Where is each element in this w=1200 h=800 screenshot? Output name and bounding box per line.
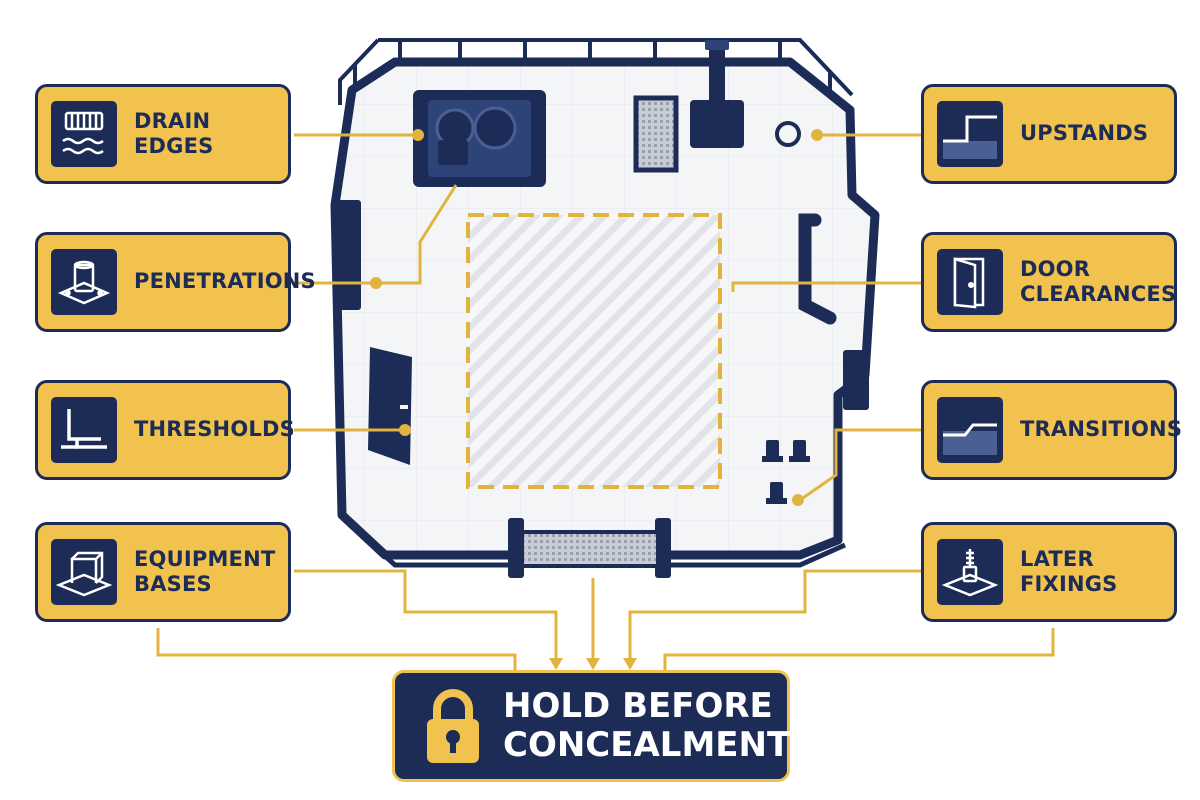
callout-label: LATER FIXINGS <box>1020 546 1118 596</box>
callout-upstands: UPSTANDS <box>921 84 1177 184</box>
callout-penetrations: PENETRATIONS <box>35 232 316 332</box>
round-drain <box>775 121 801 147</box>
bent-pipe <box>798 213 837 325</box>
callout-label: DOOR CLEARANCES <box>1020 256 1177 306</box>
callout-door-clearances: DOOR CLEARANCES <box>921 232 1177 332</box>
upstand-icon <box>937 101 1003 167</box>
leader-arrows <box>549 658 637 670</box>
leader-lines <box>156 133 1055 670</box>
floor-grate <box>633 95 679 173</box>
callout-label: UPSTANDS <box>1020 121 1149 146</box>
equipment-unit <box>413 90 546 187</box>
padlock-icon <box>427 689 479 763</box>
leader-dots <box>370 129 823 506</box>
fixing-bolt-icon <box>937 539 1003 605</box>
callout-thresholds: THRESHOLDS <box>35 380 295 480</box>
transition-icon <box>937 397 1003 463</box>
hold-before-concealment-banner: HOLD BEFORE CONCEALMENT <box>392 670 790 782</box>
callout-label: PENETRATIONS <box>134 269 316 294</box>
equipment-base-icon <box>51 539 117 605</box>
pipe-penetration-icon <box>51 249 117 315</box>
callout-later-fixings: LATER FIXINGS <box>921 522 1177 622</box>
roof-door <box>368 347 412 465</box>
drain-grate-icon <box>51 101 117 167</box>
hold-label: HOLD BEFORE CONCEALMENT <box>503 685 791 765</box>
callout-equipment-bases: EQUIPMENT BASES <box>35 522 291 622</box>
callout-transitions: TRANSITIONS <box>921 380 1183 480</box>
callout-label: THRESHOLDS <box>134 417 295 442</box>
callout-drain-edges: DRAIN EDGES <box>35 84 291 184</box>
callout-label: DRAIN EDGES <box>134 108 214 158</box>
vent-pipe <box>690 40 744 148</box>
hold-zone <box>466 213 722 489</box>
linear-drain <box>508 518 671 578</box>
door-icon <box>937 249 1003 315</box>
threshold-icon <box>51 397 117 463</box>
callout-label: EQUIPMENT BASES <box>134 546 276 596</box>
callout-label: TRANSITIONS <box>1020 417 1183 442</box>
anchor-points <box>762 440 810 504</box>
